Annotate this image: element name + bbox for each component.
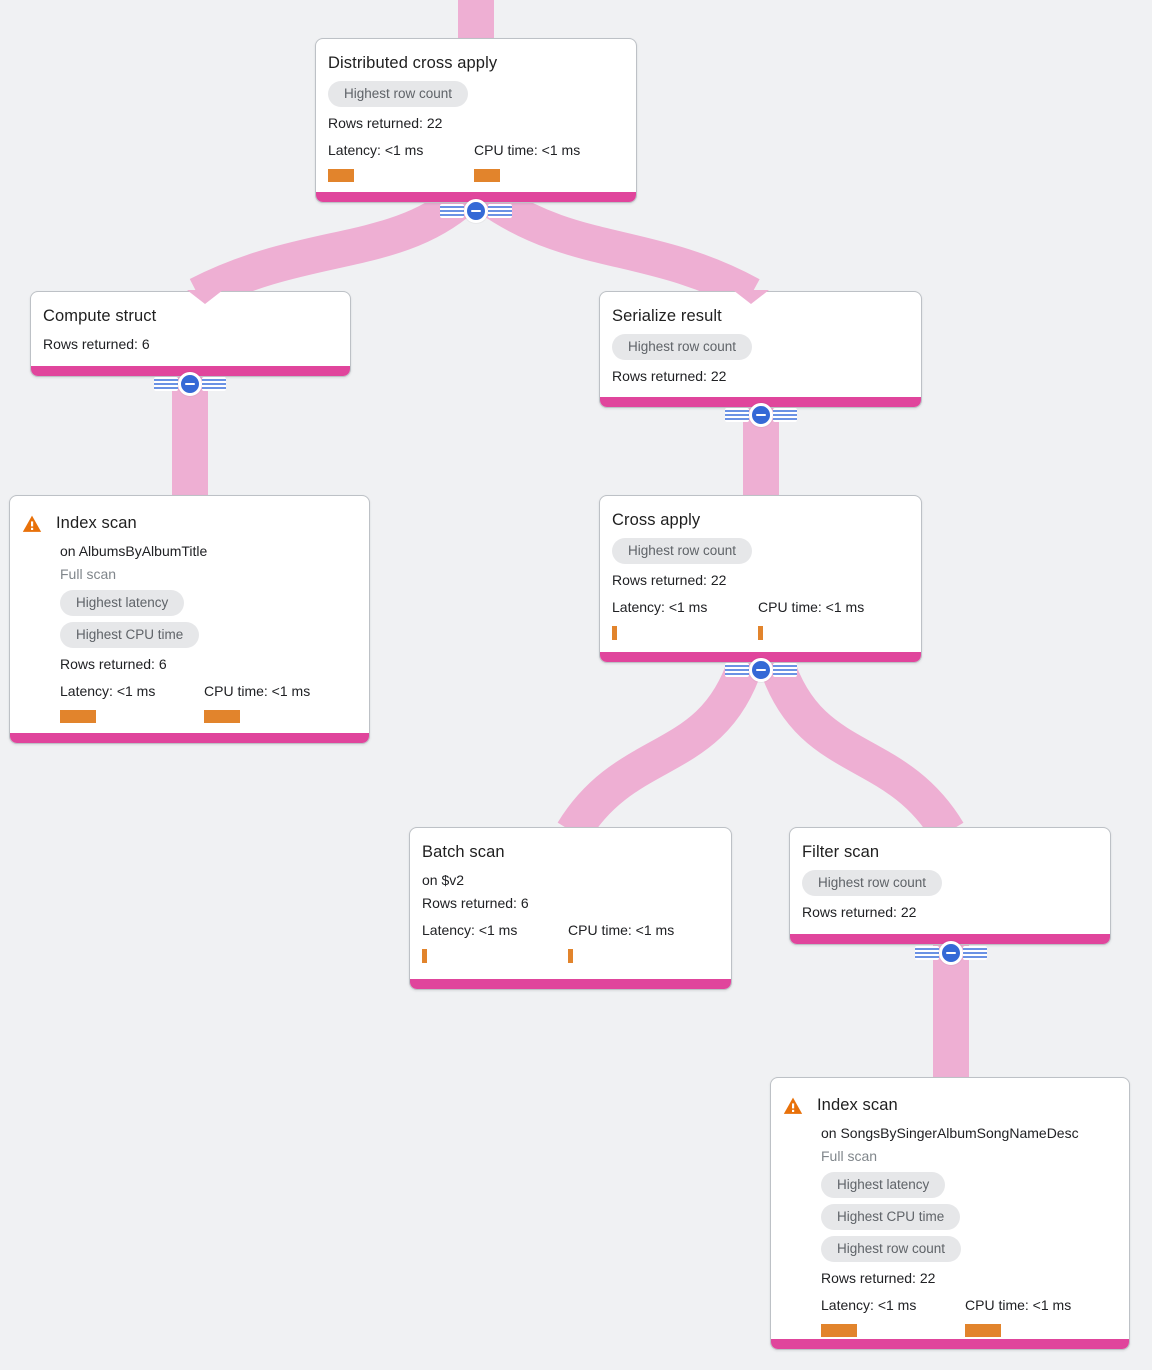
node-accent-bar	[771, 1339, 1129, 1349]
collapse-minus-icon[interactable]	[464, 199, 488, 223]
collapse-stripe	[202, 377, 226, 391]
collapse-button-serialize-result[interactable]	[725, 403, 797, 427]
collapse-stripe	[725, 663, 749, 677]
collapse-button-compute-struct[interactable]	[154, 372, 226, 396]
collapse-button-filter-scan[interactable]	[915, 941, 987, 965]
collapse-button-distributed-cross-apply[interactable]	[440, 199, 512, 223]
cpu-metric: CPU time: <1 ms	[474, 141, 624, 182]
latency-label: Latency: <1 ms	[821, 1297, 917, 1313]
node-index-scan-albums[interactable]: Index scan on AlbumsByAlbumTitle Full sc…	[9, 495, 370, 744]
badge-highest-row-count: Highest row count	[612, 538, 753, 564]
collapse-stripe	[154, 377, 178, 391]
scan-target: on AlbumsByAlbumTitle	[60, 543, 208, 559]
node-title: Index scan	[56, 514, 137, 532]
rows-returned: Rows returned: 22	[328, 115, 443, 131]
node-title: Cross apply	[612, 511, 701, 529]
cpu-time-bar	[568, 949, 573, 963]
cpu-time-bar	[965, 1324, 1001, 1337]
collapse-button-cross-apply[interactable]	[725, 658, 797, 682]
collapse-minus-icon[interactable]	[749, 403, 773, 427]
node-serialize-result[interactable]: Serialize result Highest row count Rows …	[599, 291, 922, 408]
latency-metric: Latency: <1 ms	[821, 1296, 965, 1337]
cpu-time-bar	[204, 710, 240, 723]
cpu-time-label: CPU time: <1 ms	[965, 1297, 1072, 1313]
scan-type: Full scan	[60, 566, 117, 582]
rows-returned: Rows returned: 6	[422, 895, 529, 911]
badge-highest-cpu-time: Highest CPU time	[60, 622, 200, 648]
latency-label: Latency: <1 ms	[328, 142, 424, 158]
collapse-stripe	[725, 408, 749, 422]
cpu-metric: CPU time: <1 ms	[758, 598, 909, 640]
badge-highest-row-count: Highest row count	[821, 1236, 962, 1262]
latency-label: Latency: <1 ms	[60, 683, 156, 699]
latency-metric: Latency: <1 ms	[612, 598, 758, 640]
edge-to-filter-scan	[758, 656, 964, 842]
edge-to-serialize-result	[478, 183, 760, 311]
collapse-stripe	[773, 408, 797, 422]
badge-highest-row-count: Highest row count	[328, 81, 469, 107]
cpu-metric: CPU time: <1 ms	[965, 1296, 1117, 1337]
badge-highest-latency: Highest latency	[821, 1172, 946, 1198]
scan-target: on $v2	[422, 872, 465, 888]
cpu-metric: CPU time: <1 ms	[568, 921, 719, 963]
collapse-minus-icon[interactable]	[749, 658, 773, 682]
latency-bar	[612, 626, 617, 640]
cpu-metric: CPU time: <1 ms	[204, 682, 357, 723]
node-accent-bar	[316, 192, 636, 202]
cpu-time-bar	[758, 626, 763, 640]
rows-returned: Rows returned: 22	[612, 368, 727, 384]
latency-label: Latency: <1 ms	[422, 922, 518, 938]
collapse-stripe	[773, 663, 797, 677]
edge-to-batch-scan	[557, 656, 764, 842]
node-compute-struct[interactable]: Compute struct Rows returned: 6	[30, 291, 351, 377]
collapse-stripe	[488, 204, 512, 218]
collapse-minus-icon[interactable]	[939, 941, 963, 965]
scan-target: on SongsBySingerAlbumSongNameDesc	[821, 1125, 1079, 1141]
cpu-time-label: CPU time: <1 ms	[474, 142, 581, 158]
node-accent-bar	[10, 733, 369, 743]
collapse-stripe	[915, 946, 939, 960]
cpu-time-label: CPU time: <1 ms	[204, 683, 311, 699]
rows-returned: Rows returned: 6	[43, 336, 150, 352]
latency-bar	[60, 710, 96, 723]
node-index-scan-songs[interactable]: Index scan on SongsBySingerAlbumSongName…	[770, 1077, 1130, 1350]
node-accent-bar	[410, 979, 731, 989]
rows-returned: Rows returned: 22	[821, 1270, 936, 1286]
latency-metric: Latency: <1 ms	[422, 921, 568, 963]
node-distributed-cross-apply[interactable]: Distributed cross apply Highest row coun…	[315, 38, 637, 203]
latency-bar	[422, 949, 427, 963]
node-title: Batch scan	[422, 843, 505, 861]
warning-icon	[783, 1097, 803, 1114]
badge-highest-row-count: Highest row count	[612, 334, 753, 360]
scan-type: Full scan	[821, 1148, 878, 1164]
node-title: Filter scan	[802, 843, 880, 861]
edge-to-compute-struct	[189, 184, 475, 312]
node-filter-scan[interactable]: Filter scan Highest row count Rows retur…	[789, 827, 1111, 945]
node-title: Distributed cross apply	[328, 54, 498, 72]
collapse-stripe	[440, 204, 464, 218]
collapse-minus-icon[interactable]	[178, 372, 202, 396]
cpu-time-label: CPU time: <1 ms	[568, 922, 675, 938]
node-cross-apply[interactable]: Cross apply Highest row count Rows retur…	[599, 495, 922, 663]
rows-returned: Rows returned: 22	[612, 572, 727, 588]
latency-label: Latency: <1 ms	[612, 599, 708, 615]
badge-highest-row-count: Highest row count	[802, 870, 943, 896]
latency-bar	[328, 169, 354, 182]
rows-returned: Rows returned: 22	[802, 904, 917, 920]
node-title: Index scan	[817, 1096, 898, 1114]
rows-returned: Rows returned: 6	[60, 656, 167, 672]
cpu-time-label: CPU time: <1 ms	[758, 599, 865, 615]
latency-bar	[821, 1324, 857, 1337]
badge-highest-latency: Highest latency	[60, 590, 185, 616]
node-title: Compute struct	[43, 307, 157, 325]
node-batch-scan[interactable]: Batch scan on $v2 Rows returned: 6 Laten…	[409, 827, 732, 990]
latency-metric: Latency: <1 ms	[60, 682, 204, 723]
warning-icon	[22, 515, 42, 532]
collapse-stripe	[963, 946, 987, 960]
badge-highest-cpu-time: Highest CPU time	[821, 1204, 961, 1230]
latency-metric: Latency: <1 ms	[328, 141, 474, 182]
node-title: Serialize result	[612, 307, 722, 325]
cpu-time-bar	[474, 169, 500, 182]
